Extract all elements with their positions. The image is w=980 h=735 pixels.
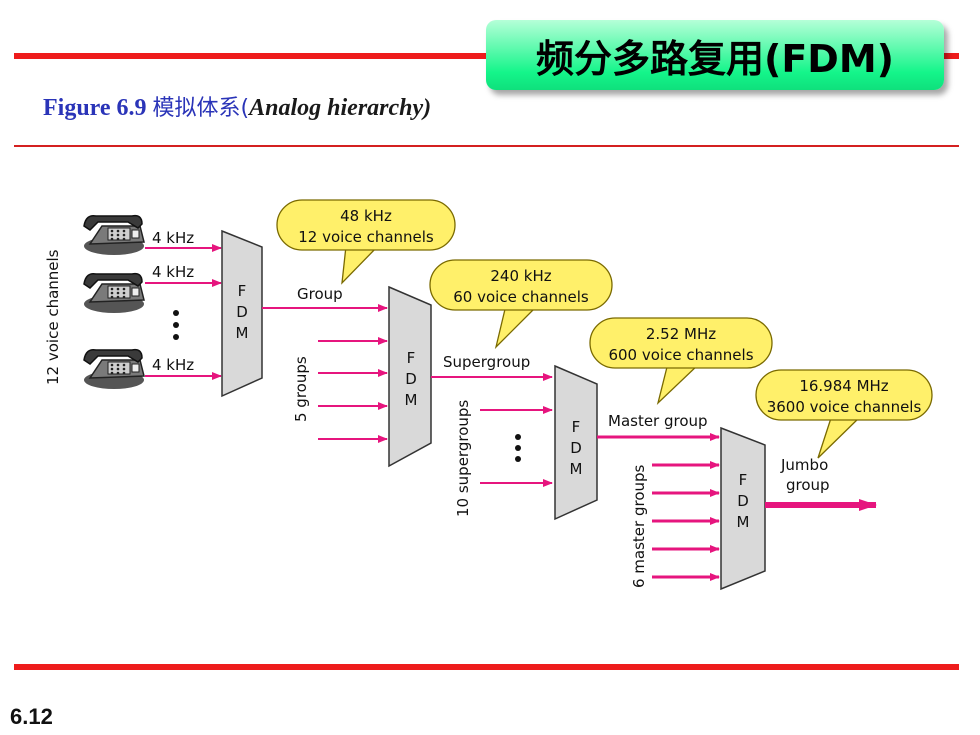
callout-master-group-bandwidth: 2.52 MHz 600 voice channels <box>589 317 773 406</box>
callout-frequency: 2.52 MHz <box>646 325 716 343</box>
fdm-multiplexer-1 <box>221 229 263 398</box>
voice-channels-side-label: 12 voice channels <box>44 249 62 385</box>
fdm-letter: F <box>238 282 247 300</box>
telephone-icon <box>83 214 145 256</box>
six-master-groups-label: 6 master groups <box>630 464 648 588</box>
page-number: 6.12 <box>10 704 53 729</box>
group-label: Group <box>297 285 343 303</box>
fdm-letter: D <box>570 439 582 457</box>
supergroup-label: Supergroup <box>443 353 530 371</box>
slide-title: 频分多路复用(FDM) <box>535 36 895 81</box>
master-group-label: Master group <box>608 412 708 430</box>
fdm-letter: D <box>236 303 248 321</box>
callout-frequency: 16.984 MHz <box>799 377 888 395</box>
callout-channels: 60 voice channels <box>453 288 589 306</box>
caption-chinese: 模拟体系( <box>152 96 250 121</box>
fdm-letter: M <box>405 391 418 409</box>
line-label: 4 kHz <box>152 263 194 281</box>
fdm-letter: M <box>236 324 249 342</box>
bottom-rule <box>14 664 959 670</box>
fdm-multiplexer-3 <box>554 364 598 521</box>
callout-frequency: 240 kHz <box>490 267 551 285</box>
caption-english: Analog hierarchy) <box>249 95 432 121</box>
ten-supergroups-label: 10 supergroups <box>454 400 472 517</box>
figure-caption: Figure 6.9 模拟体系(Analog hierarchy) <box>43 90 431 122</box>
line-label: 4 kHz <box>152 229 194 247</box>
jumbo-group-label-line2: group <box>786 476 830 494</box>
telephone-icon <box>83 272 145 314</box>
callout-channels: 12 voice channels <box>298 228 434 246</box>
fdm-letter: D <box>405 370 417 388</box>
caption-figure-number: Figure 6.9 <box>43 95 147 121</box>
fdm-letter: M <box>570 460 583 478</box>
fdm-letter: F <box>739 471 748 489</box>
fdm-letter: M <box>737 513 750 531</box>
five-groups-label: 5 groups <box>292 356 310 422</box>
vertical-ellipsis-icon <box>515 434 521 462</box>
callout-group-bandwidth: 48 kHz 12 voice channels <box>276 199 456 285</box>
callout-jumbo-group-bandwidth: 16.984 MHz 3600 voice channels <box>755 369 933 459</box>
callout-frequency: 48 kHz <box>340 207 392 225</box>
callout-channels: 3600 voice channels <box>767 398 922 416</box>
telephone-icon <box>83 348 145 390</box>
fdm-letter: F <box>407 349 416 367</box>
fdm-letter: F <box>572 418 581 436</box>
callout-channels: 600 voice channels <box>608 346 753 364</box>
vertical-ellipsis-icon <box>173 310 179 340</box>
callout-supergroup-bandwidth: 240 kHz 60 voice channels <box>429 259 613 350</box>
fdm-multiplexer-4 <box>720 426 766 591</box>
line-label: 4 kHz <box>152 356 194 374</box>
jumbo-group-label-line1: Jumbo <box>780 456 828 474</box>
fdm-letter: D <box>737 492 749 510</box>
title-box: 频分多路复用(FDM) <box>486 20 944 90</box>
caption-rule <box>14 145 959 147</box>
fdm-multiplexer-2 <box>388 285 432 468</box>
